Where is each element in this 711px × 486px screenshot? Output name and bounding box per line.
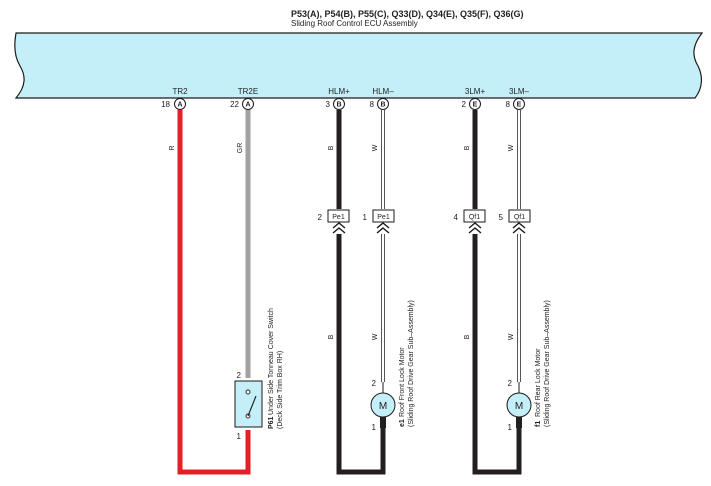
signal-3lm-plus: 3LM+ <box>465 87 486 96</box>
signal-hlm-plus: HLM+ <box>328 87 350 96</box>
svg-text:2: 2 <box>318 213 323 222</box>
front-lock-motor: 2 M 1 <box>370 379 396 432</box>
svg-text:Qf1: Qf1 <box>514 214 525 221</box>
svg-text:Roof Rear Lock Motor: Roof Rear Lock Motor <box>535 348 542 417</box>
terminal-3lm-plus: 2 E <box>462 98 481 110</box>
wire-code-hlm-plus: B <box>328 145 335 150</box>
svg-text:E: E <box>473 102 478 109</box>
svg-text:2: 2 <box>462 100 467 109</box>
terminal-3lm-minus: 8 E <box>506 98 525 110</box>
svg-text:Pe1: Pe1 <box>332 214 345 221</box>
svg-text:8: 8 <box>370 100 375 109</box>
svg-text:4: 4 <box>454 213 459 222</box>
signal-3lm-minus: 3LM– <box>509 87 530 96</box>
terminal-hlm-plus: 3 B <box>326 98 345 110</box>
motor-m-symbol: M <box>515 401 523 412</box>
svg-text:1: 1 <box>237 432 242 441</box>
switch-label: P61 Under Side Tonneau Cover Switch (Dec… <box>268 308 284 429</box>
rear-lock-motor: 2 M 1 <box>506 379 532 432</box>
svg-text:e1: e1 <box>399 419 406 427</box>
ecu-body <box>14 32 704 99</box>
svg-text:Under Side Tonneau Cover Switc: Under Side Tonneau Cover Switch <box>268 308 275 415</box>
svg-text:1: 1 <box>372 423 377 432</box>
motor-m-symbol: M <box>379 401 387 412</box>
svg-text:Roof Front Lock Motor: Roof Front Lock Motor <box>399 347 406 417</box>
junction-qf1-pin5: 5 Qf1 <box>499 209 531 234</box>
junction-qf1-pin4: 4 Qf1 <box>454 209 486 234</box>
svg-text:A: A <box>177 102 182 109</box>
ecu-connector-list: P53(A), P54(B), P55(C), Q33(D), Q34(E), … <box>291 9 524 19</box>
junction-pe1-pin2: 2 Pe1 <box>318 209 350 234</box>
wire-code-pe1-b: B <box>328 334 335 339</box>
svg-text:(Sliding Roof Drive Gear Sub–A: (Sliding Roof Drive Gear Sub–Assembly) <box>544 300 551 427</box>
junction-pe1-pin1: 1 Pe1 <box>363 209 395 234</box>
svg-text:Pe1: Pe1 <box>377 214 390 221</box>
ecu-name: Sliding Roof Control ECU Assembly <box>291 19 418 28</box>
signal-tr2: TR2 <box>172 87 188 96</box>
svg-text:2: 2 <box>237 371 242 380</box>
svg-text:1: 1 <box>508 423 513 432</box>
svg-text:E: E <box>517 102 522 109</box>
wire-code-3lm-minus: W <box>508 144 515 151</box>
wire-code-tr2e: GR <box>237 143 244 154</box>
svg-text:3: 3 <box>326 100 331 109</box>
svg-text:5: 5 <box>499 213 504 222</box>
terminal-tr2: 18 A <box>161 98 186 110</box>
wire-code-hlm-minus: W <box>372 144 379 151</box>
svg-text:18: 18 <box>161 100 170 109</box>
wire-r <box>177 110 251 475</box>
wire-code-3lm-plus: B <box>464 145 471 150</box>
svg-text:1: 1 <box>363 213 368 222</box>
wire-code-qf1-b: B <box>464 334 471 339</box>
signal-hlm-minus: HLM– <box>372 87 394 96</box>
svg-text:A: A <box>245 102 250 109</box>
svg-text:B: B <box>380 102 385 109</box>
wire-hlm-plus-b-lower <box>336 234 386 475</box>
terminal-hlm-minus: 8 B <box>370 98 389 110</box>
front-motor-label: e1 Roof Front Lock Motor (Sliding Roof D… <box>399 300 415 427</box>
wire-code-pe1-w: W <box>372 333 379 340</box>
rear-motor-label: f1 Roof Rear Lock Motor (Sliding Roof Dr… <box>535 300 551 427</box>
svg-text:Qf1: Qf1 <box>469 214 480 221</box>
svg-text:(Sliding Roof Drive Gear Sub–A: (Sliding Roof Drive Gear Sub–Assembly) <box>408 300 415 427</box>
wire-code-qf1-w: W <box>508 333 515 340</box>
terminal-tr2e: 22 A <box>230 98 254 110</box>
svg-text:(Deck Side Trim Box RH): (Deck Side Trim Box RH) <box>277 351 284 429</box>
wire-code-tr2: R <box>169 145 176 150</box>
svg-text:8: 8 <box>506 100 511 109</box>
svg-text:2: 2 <box>372 379 377 388</box>
wire-3lm-plus-b-lower <box>472 234 522 475</box>
signal-tr2e: TR2E <box>238 87 258 96</box>
svg-text:B: B <box>336 102 341 109</box>
svg-text:f1: f1 <box>535 421 542 427</box>
svg-text:P61: P61 <box>268 416 275 429</box>
tonneau-cover-switch: 2 1 <box>234 371 263 441</box>
svg-text:2: 2 <box>508 379 513 388</box>
svg-text:22: 22 <box>230 100 239 109</box>
